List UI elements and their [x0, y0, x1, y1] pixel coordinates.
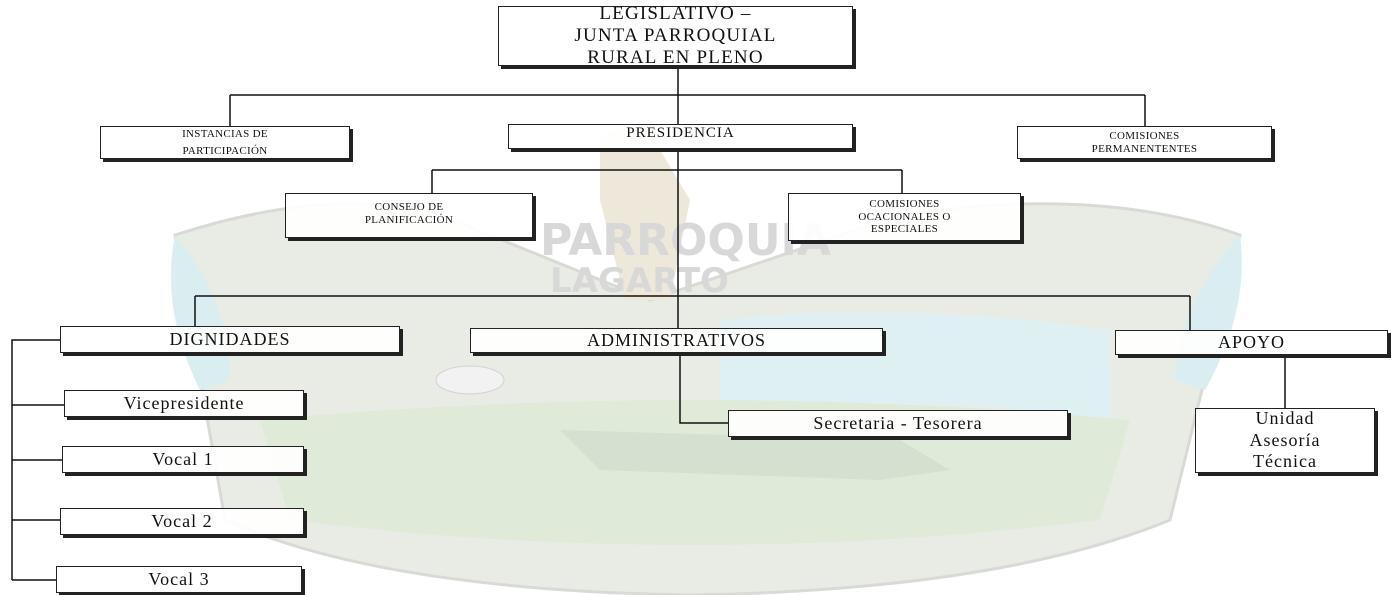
legislativo-line3: RURAL EN PLENO	[587, 46, 764, 68]
box-comisiones-ocacionales: COMISIONES OCACIONALES O ESPECIALES	[788, 193, 1021, 241]
line-top-to-level2	[229, 66, 1146, 126]
vocal-2-label: Vocal 2	[151, 511, 213, 532]
emblem-caiman	[560, 430, 950, 480]
emblem-word-lagarto: LAGARTO	[550, 261, 729, 301]
legislativo-line2: JUNTA PARROQUIAL	[574, 25, 777, 47]
consejo-line2: PLANIFICACIÓN	[364, 213, 454, 226]
legislativo-line1: LEGISLATIVO –	[599, 3, 752, 25]
comisiones-ocacionales-line1: COMISIONES	[869, 198, 940, 211]
apoyo-label: APOYO	[1217, 332, 1285, 353]
instancias-line1: INSTANCIAS DE	[182, 127, 268, 140]
box-apoyo: APOYO	[1115, 330, 1388, 355]
box-vicepresidente: Vicepresidente	[64, 390, 304, 417]
vocal-3-label: Vocal 3	[148, 569, 210, 590]
box-instancias-participacion: INSTANCIAS DE PARTICIPACIÓN	[100, 126, 350, 159]
line-dignidades-spine	[11, 339, 64, 581]
line-to-level4	[194, 295, 1191, 330]
box-dignidades: DIGNIDADES	[60, 326, 400, 353]
box-presidencia: PRESIDENCIA	[508, 124, 853, 149]
box-comisiones-permanentes: COMISIONES PERMANENTENTES	[1017, 126, 1272, 159]
box-vocal-3: Vocal 3	[56, 566, 302, 593]
vicepresidente-label: Vicepresidente	[123, 393, 245, 414]
consejo-line1: CONSEJO DE	[374, 201, 444, 213]
vocal-1-label: Vocal 1	[152, 449, 214, 470]
box-vocal-2: Vocal 2	[60, 508, 304, 535]
line-admin-to-secretaria	[679, 352, 728, 424]
box-legislativo: LEGISLATIVO – JUNTA PARROQUIAL RURAL EN …	[498, 3, 853, 68]
box-consejo-planificacion: CONSEJO DE PLANIFICACIÓN	[285, 193, 533, 238]
instancias-line2: PARTICIPACIÓN	[182, 144, 268, 157]
comisiones-ocacionales-line2: OCACIONALES O	[858, 210, 951, 223]
emblem-word-parroquia: PARROQUIA	[540, 215, 831, 266]
box-vocal-1: Vocal 1	[62, 446, 304, 473]
unidad-line1: Unidad	[1255, 408, 1315, 429]
box-administrativos: ADMINISTRATIVOS	[470, 328, 883, 353]
secretaria-label: Secretaria - Tesorera	[813, 413, 983, 434]
dignidades-label: DIGNIDADES	[169, 329, 291, 350]
administrativos-label: ADMINISTRATIVOS	[586, 330, 766, 351]
comisiones-ocacionales-line3: ESPECIALES	[870, 223, 939, 236]
comisiones-permanentes-line2: PERMANENTENTES	[1091, 142, 1198, 155]
line-presidencia-to-level3	[431, 148, 903, 296]
comisiones-permanentes-line1: COMISIONES	[1109, 129, 1180, 142]
unidad-line3: Técnica	[1253, 451, 1317, 472]
presidencia-label: PRESIDENCIA	[626, 125, 735, 141]
emblem-torch	[600, 124, 690, 300]
unidad-line2: Asesoría	[1249, 429, 1321, 450]
box-unidad-asesoria-tecnica: Unidad Asesoría Técnica	[1195, 408, 1375, 473]
box-secretaria-tesorera: Secretaria - Tesorera	[728, 410, 1068, 437]
emblem-cow	[435, 365, 505, 395]
